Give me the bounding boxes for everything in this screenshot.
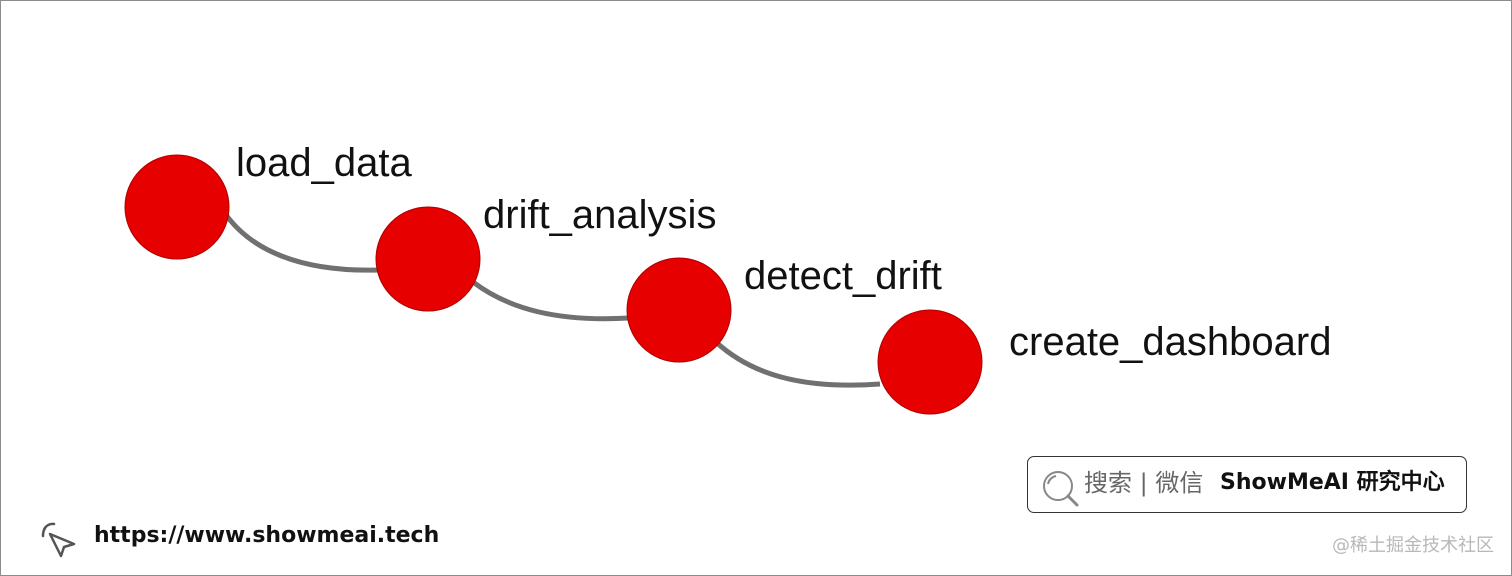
footer-url[interactable]: https://www.showmeai.tech [94,523,440,548]
node-label-drift-analysis: drift_analysis [483,193,717,237]
edge-drift-analysis-to-detect-drift [471,280,630,322]
diagram-edges [221,210,881,388]
node-drift-analysis [375,206,481,312]
node-label-detect-drift: detect_drift [744,254,942,298]
node-label-create-dashboard: create_dashboard [1009,320,1332,364]
search-banner-prefix: 搜索 | 微信 [1084,469,1204,497]
edge-detect-drift-to-create-dashboard [714,340,881,388]
search-banner: 搜索 | 微信 ShowMeAI 研究中心 [1027,456,1467,513]
search-icon [1043,471,1079,507]
node-label-load-data: load_data [236,141,412,185]
diagram-nodes [124,154,983,415]
node-load-data [124,154,230,260]
cursor-icon [41,522,76,558]
search-banner-brand: ShowMeAI 研究中心 [1220,470,1445,495]
node-create-dashboard [877,309,983,415]
edge-load-data-to-drift-analysis [221,210,379,273]
node-detect-drift [626,257,732,363]
watermark: @稀土掘金技术社区 [1332,535,1494,556]
